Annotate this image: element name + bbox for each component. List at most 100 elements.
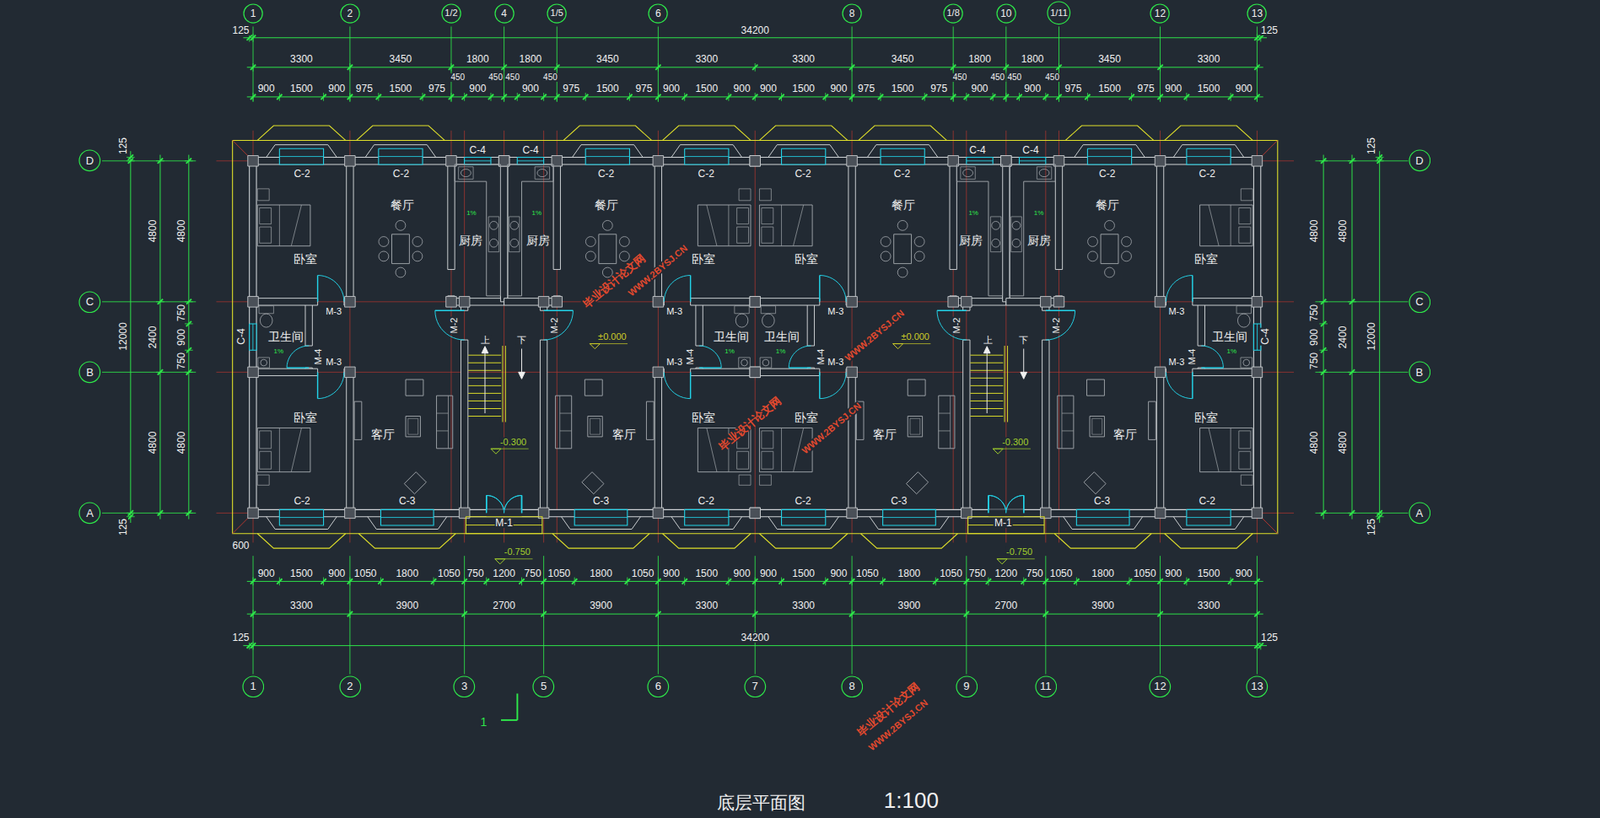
window-glass [378, 148, 423, 165]
dimension-tick [1016, 94, 1022, 100]
wash-basin [741, 359, 749, 367]
elevation-symbol [996, 559, 1008, 565]
room-name: 卧室 [1193, 411, 1219, 424]
dining-chair [395, 220, 406, 231]
axis-dimension: 1800 [465, 53, 491, 65]
stair-arrow [986, 351, 988, 414]
axis-number: 8 [848, 680, 855, 692]
axis-bubble: 12 [1149, 3, 1170, 24]
dining-chair [880, 237, 891, 248]
column [1040, 296, 1052, 308]
door-leaf [317, 371, 318, 399]
bay-eave [1065, 125, 1153, 141]
dining-table [598, 234, 617, 264]
coffee-table [590, 418, 601, 435]
wall [949, 161, 957, 270]
door-opening [1006, 509, 1024, 517]
bay-eave [563, 125, 652, 141]
kitchen-counter [507, 164, 554, 297]
dining-chair [914, 237, 925, 248]
extension-line [965, 555, 967, 674]
window-glass [464, 156, 491, 165]
door-code: M-3 [1167, 306, 1186, 316]
door-swing [788, 345, 811, 368]
detail-dimension: 975 [929, 83, 949, 94]
detail-dimension: 900 [1163, 83, 1183, 94]
door-leaf [1191, 275, 1193, 302]
axis-bubble-outline [744, 676, 766, 698]
detail-dimension: 900 [829, 83, 848, 94]
column [749, 366, 761, 378]
dimension-tick [276, 94, 282, 100]
detail-dimension: 750 [968, 568, 987, 579]
axis-number: 13 [1251, 8, 1263, 19]
window-glass [1256, 323, 1258, 351]
vertical-dimension: 4800 [176, 430, 187, 455]
axis-number: 11 [1039, 680, 1052, 692]
elevation-symbol [589, 344, 600, 350]
nightstand [738, 474, 751, 485]
door-opening [486, 509, 505, 517]
elevation-symbol [996, 558, 1035, 560]
axis-dimension: 2700 [491, 600, 517, 611]
axis-bubble-outline [339, 676, 361, 698]
overall-dimension: 125 [1260, 25, 1279, 36]
dining-chair [914, 251, 925, 262]
bed [759, 204, 813, 247]
axis-bubble-outline [79, 361, 101, 383]
axis-bubble-outline [1409, 361, 1431, 383]
wall [447, 161, 455, 270]
bay-eave [759, 125, 847, 141]
axis-number: 1/11 [1050, 8, 1068, 18]
drawing-scale: 1:100 [883, 789, 940, 812]
door-swing [286, 345, 309, 368]
axis-dimension: 3300 [1196, 600, 1222, 611]
vertical-dimension: 4800 [176, 219, 187, 244]
bed-cover [792, 204, 803, 247]
axis-bubble-outline [1047, 1, 1071, 25]
wall [1192, 298, 1258, 306]
door-code: M-3 [826, 306, 845, 316]
dimension-tick [582, 94, 588, 100]
door-code: M-3 [324, 357, 343, 367]
dimension-tick [488, 94, 494, 100]
window-glass [684, 148, 729, 165]
tv-cabinet [1148, 401, 1157, 440]
window-glass [781, 517, 826, 518]
window-glass [517, 156, 544, 165]
window-code: C-2 [392, 168, 410, 179]
armchair [405, 379, 424, 396]
bed [1200, 204, 1254, 247]
room-name: 客厅 [370, 428, 396, 441]
door-swing [1166, 275, 1193, 302]
nightstand [1240, 474, 1253, 485]
pillow [259, 451, 272, 469]
door-swing [699, 345, 722, 368]
bed-cover [1230, 427, 1232, 472]
axis-number: 10 [1000, 8, 1012, 19]
stair-arrow [481, 346, 489, 354]
detail-dimension: 900 [1163, 568, 1183, 579]
pillow [761, 451, 774, 469]
extension-line [450, 26, 452, 103]
axis-number: 13 [1250, 680, 1263, 692]
door-swing [988, 495, 1007, 513]
dimension-tick [514, 94, 520, 100]
door-leaf [987, 495, 989, 513]
detail-dimension: 900 [1023, 83, 1042, 94]
dimension-tick [1073, 578, 1079, 584]
dimension-tick [823, 578, 829, 584]
detail-dimension: 1050 [1132, 568, 1158, 579]
axis-dimension: 3900 [897, 600, 922, 611]
window-glass [1186, 517, 1231, 518]
extension-line [463, 555, 465, 674]
detail-dimension: 900 [662, 83, 681, 94]
room-name: 厨房 [457, 234, 484, 247]
corner-line [1260, 517, 1278, 534]
stair-arrow [1020, 371, 1028, 379]
bay-eave [1164, 125, 1253, 141]
toilet-tank [734, 306, 749, 314]
section-mark [501, 719, 518, 722]
pillow [259, 207, 272, 224]
